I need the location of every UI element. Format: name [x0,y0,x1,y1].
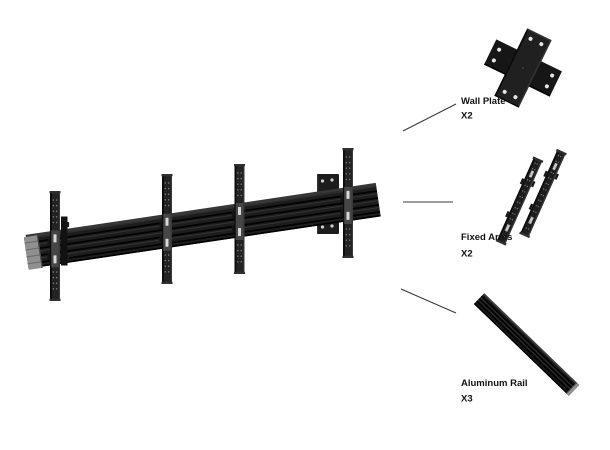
wall-plate-quantity: X2 [461,111,473,122]
fixed-arm [159,174,173,284]
aluminum-rail-label: Aluminum Rail [461,378,528,389]
wall-plate-leader-line [402,103,457,132]
aluminum-rail-illustration [473,293,580,396]
wall-plate-label: Wall Plate [461,96,506,107]
fixed-arms-illustration [495,148,567,246]
aluminum-rail-quantity: X3 [461,394,473,405]
fixed-arms-label: Fixed Arms [461,232,512,243]
fixed-arm [231,164,245,274]
assembly-rail [23,182,381,270]
aluminum-rail-leader-line [400,288,457,314]
fixed-arm [340,148,354,258]
fixed-arms-quantity: X2 [461,249,473,260]
wall-plate-illustration [484,28,562,108]
rail-assembly-illustration [23,148,381,301]
fixed-arm [47,191,61,301]
rail-end-cap [23,235,43,270]
mounted-wall-plate-edge [61,216,70,266]
